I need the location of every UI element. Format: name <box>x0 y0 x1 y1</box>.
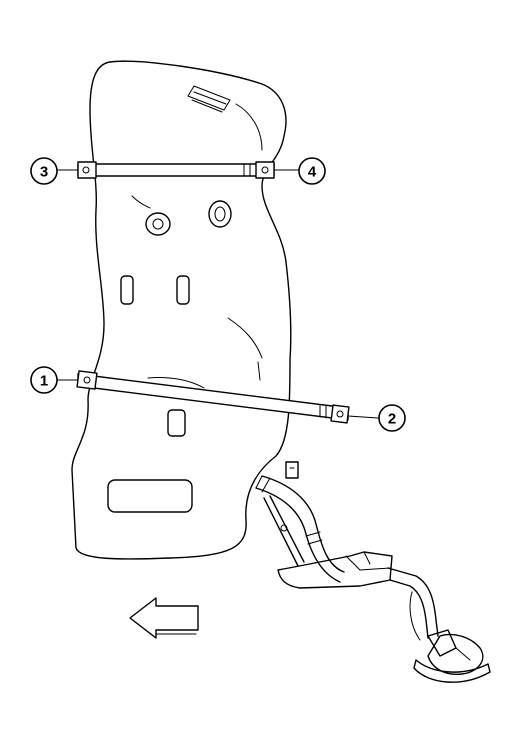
strap-bolt-lower-left <box>83 376 91 384</box>
strap-bolt-lower-right <box>336 410 344 418</box>
strap-bracket-lower-right <box>330 404 350 424</box>
callout-1-label: 1 <box>40 373 48 390</box>
callout-2: 2 <box>378 404 406 432</box>
tank-slot-lower <box>167 409 186 437</box>
tank-slot-right <box>176 275 190 305</box>
strap-bolt-upper-left <box>82 166 90 174</box>
fuel-tank-body <box>71 60 292 560</box>
front-direction-arrow-icon <box>129 597 199 639</box>
tank-slot-left <box>120 275 134 305</box>
strap-bracket-upper-left <box>77 161 97 179</box>
strap-end-lower-right <box>319 404 327 419</box>
callout-1: 1 <box>30 366 58 394</box>
callout-2-label: 2 <box>388 411 396 428</box>
tank-hatch-line-2 <box>191 99 223 113</box>
strap-bracket-lower-left <box>76 370 98 390</box>
callout-leader-2 <box>347 415 379 419</box>
strap-end-upper-right <box>243 163 251 177</box>
tank-mount-hole-left <box>145 212 171 236</box>
callout-3-label: 3 <box>40 164 48 181</box>
tank-hatch <box>187 85 231 111</box>
callout-4: 4 <box>298 157 326 185</box>
filler-pipe-assembly <box>255 461 491 683</box>
tank-hump-line <box>147 377 205 389</box>
tank-mount-hole-left-inner <box>152 218 164 230</box>
tank-strap-lower <box>77 373 349 421</box>
tank-contour-line-2 <box>257 361 261 381</box>
strap-bracket-upper-right <box>255 161 275 179</box>
tank-bottom-recess <box>107 479 193 513</box>
tank-strap-upper <box>77 163 275 177</box>
tank-mount-hole-right-inner <box>214 206 226 222</box>
strap-bolt-upper-right <box>261 166 269 174</box>
callout-4-label: 4 <box>308 164 317 181</box>
tank-shoulder-curve <box>235 103 263 151</box>
tank-contour-line <box>131 195 151 209</box>
callout-3: 3 <box>30 157 58 185</box>
tank-mount-hole-right <box>208 200 232 228</box>
tank-contour-curve <box>227 317 263 359</box>
tank-hatch-line <box>193 91 227 105</box>
